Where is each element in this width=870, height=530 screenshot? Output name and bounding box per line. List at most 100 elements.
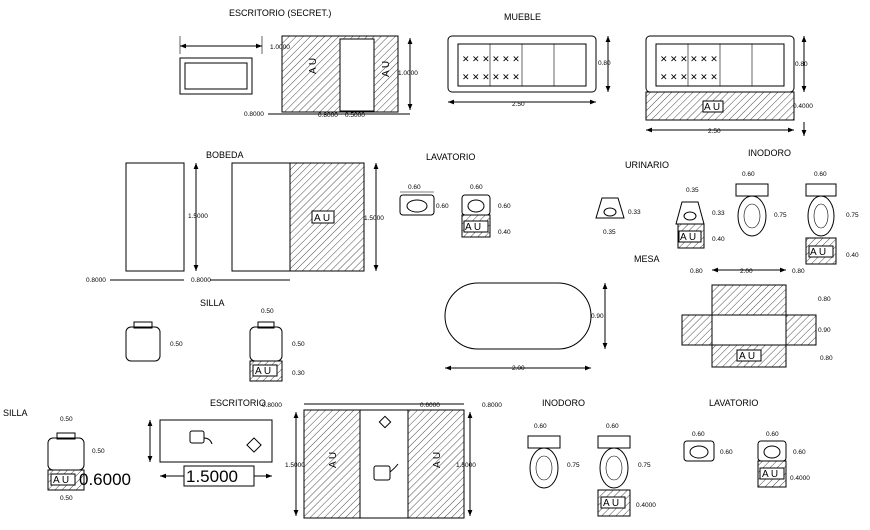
dim-label: 0.60	[436, 203, 449, 210]
inodoro-bottom-block: INODORO 0.60 0.75 0.60 A U 0.75 0.4000	[527, 398, 656, 517]
area-label: A U	[432, 452, 443, 468]
dim-label: 0.40	[712, 236, 725, 243]
silla-mid-block: SILLA 0.50 0.50 A U 0.50 0.30	[125, 298, 305, 382]
escritorio-block: ESCRITORIO 1.5000 0.8000 A U A U 1.5000 …	[147, 398, 502, 519]
dim-label: 0.80	[820, 355, 833, 362]
area-label: A U	[308, 58, 319, 74]
dim-label: 0.60	[793, 449, 806, 456]
dim-label: 0.50	[60, 495, 73, 502]
inodoro-top-block: INODORO 0.60 0.75 0.60 A U 0.75 0.40	[735, 148, 859, 265]
dim-label: 1.5000	[285, 462, 305, 469]
urinario-title: URINARIO	[625, 160, 669, 170]
dim-label: 0.6000	[420, 402, 440, 409]
desk-icon	[179, 57, 253, 95]
seat-depth-dim: 0.6000	[79, 470, 131, 489]
dim-label: 0.75	[846, 212, 859, 219]
dim-label: 0.40	[846, 252, 859, 259]
area-label: A U	[53, 475, 69, 486]
sofa-icon: ✕ ✕ ✕ ✕ ✕ ✕ ✕ ✕ ✕ ✕ ✕ ✕	[447, 35, 597, 93]
silla-mid-title: SILLA	[200, 298, 225, 308]
sofa-icon: ✕ ✕ ✕ ✕ ✕ ✕ ✕ ✕ ✕ ✕ ✕ ✕	[645, 35, 795, 93]
desk-width-dim: 1.5000	[186, 467, 238, 486]
chair-icon	[125, 321, 161, 362]
inodoro-bottom-title: INODORO	[542, 398, 585, 408]
dim-label: 0.60	[692, 431, 705, 438]
dim-label: 0.60	[498, 203, 511, 210]
area-label: A U	[255, 366, 271, 377]
dim-label: 0.60	[742, 171, 755, 178]
telephone-icon	[373, 463, 399, 481]
sink-icon	[757, 440, 787, 462]
silla-left-block: SILLA 0.50 A U 0.50 0.6000 0.50	[3, 408, 131, 502]
svg-text:✕ ✕ ✕ ✕ ✕ ✕: ✕ ✕ ✕ ✕ ✕ ✕	[462, 72, 520, 82]
telephone-icon	[189, 430, 213, 445]
escritorio-title: ESCRITORIO	[210, 398, 266, 408]
chair-icon	[249, 321, 283, 362]
dim-label: 0.60	[606, 423, 619, 430]
silla-left-title: SILLA	[3, 408, 28, 418]
dim-label: 0.60	[470, 184, 483, 191]
sink-icon	[399, 194, 435, 216]
mesa-block: MESA 0.80 2.00 0.80 A U 0.80 0.90 0.80	[634, 254, 833, 368]
area-label: A U	[465, 222, 481, 233]
dim-label: 0.75	[638, 462, 651, 469]
oval-table-icon	[444, 282, 592, 350]
svg-text:✕ ✕ ✕ ✕ ✕ ✕: ✕ ✕ ✕ ✕ ✕ ✕	[462, 54, 520, 64]
dim-label: 0.90	[591, 313, 604, 320]
dim-label: 0.4000	[793, 103, 813, 110]
dim-label: 0.60	[766, 431, 779, 438]
urinal-icon	[675, 201, 705, 225]
escritorio-secret-title: ESCRITORIO (SECRET.)	[229, 8, 331, 18]
urinario-block: URINARIO 0.33 0.35 0.35 A U 0.33 0.40	[595, 160, 725, 249]
oval-table-block: 0.90 2.00	[444, 282, 608, 372]
dim-label: 1.5000	[364, 215, 384, 222]
dim-label: 0.60	[720, 449, 733, 456]
escritorio-secret-block: ESCRITORIO (SECRET.) 1.0000 A U A U 1.00…	[179, 8, 418, 119]
bobeda-title: BOBEDA	[206, 150, 244, 160]
mueble-block: MUEBLE ✕ ✕ ✕ ✕ ✕ ✕ ✕ ✕ ✕ ✕ ✕ ✕ 2.50 0.80…	[447, 12, 813, 136]
lavatorio-top-title: LAVATORIO	[426, 152, 475, 162]
dim-label: 0.4000	[790, 475, 810, 482]
lavatorio-top-block: LAVATORIO 0.60 0.60 0.60 A U 0.60 0.40	[399, 152, 511, 238]
toilet-icon	[735, 183, 769, 237]
svg-text:✕ ✕ ✕ ✕ ✕ ✕: ✕ ✕ ✕ ✕ ✕ ✕	[660, 54, 718, 64]
dim-label: 0.30	[292, 370, 305, 377]
chair-icon	[47, 432, 85, 471]
lamp-icon	[246, 437, 262, 453]
dim-label: 0.5000	[345, 112, 365, 119]
dim-label: 0.4000	[636, 502, 656, 509]
area-label: A U	[328, 452, 339, 468]
dim-label: 0.50	[261, 308, 274, 315]
dim-label: 0.50	[60, 416, 73, 423]
area-label: A U	[704, 102, 720, 113]
dim-label: 0.35	[603, 229, 616, 236]
lamp-icon	[378, 415, 392, 429]
lavatorio-bottom-block: LAVATORIO 0.60 0.60 0.60 A U 0.60 0.4000	[683, 398, 810, 488]
dim-label: 0.90	[818, 327, 831, 334]
urinal-icon	[595, 197, 625, 219]
dim-label: 0.33	[628, 209, 641, 216]
area-label: A U	[739, 351, 755, 362]
dim-label: 0.35	[686, 187, 699, 194]
dim-label: 0.80	[690, 268, 703, 275]
desk-icon	[159, 419, 273, 463]
dim-label: 0.60	[408, 184, 421, 191]
dim-label: 0.8000	[86, 277, 106, 284]
inodoro-top-title: INODORO	[748, 148, 791, 158]
dim-label: 2.00	[740, 268, 753, 275]
area-label: A U	[680, 232, 696, 243]
dim-label: 0.80	[598, 60, 611, 67]
area-label: A U	[381, 61, 392, 77]
toilet-icon	[597, 435, 631, 489]
dim-label: 2.50	[708, 128, 721, 135]
dim-label: 0.80	[792, 268, 805, 275]
dim-label: 0.75	[567, 462, 580, 469]
area-label: A U	[810, 247, 826, 258]
dim-label: 0.50	[170, 341, 183, 348]
dim-label: 0.60	[814, 171, 827, 178]
area-label: A U	[762, 469, 778, 480]
dim-label: 0.8000	[262, 402, 282, 409]
dim-label: 0.8000	[482, 402, 502, 409]
dim-label: 0.50	[292, 341, 305, 348]
bobeda-block: BOBEDA 1.5000 0.8000 A U 1.5000 0.8000	[86, 150, 384, 284]
